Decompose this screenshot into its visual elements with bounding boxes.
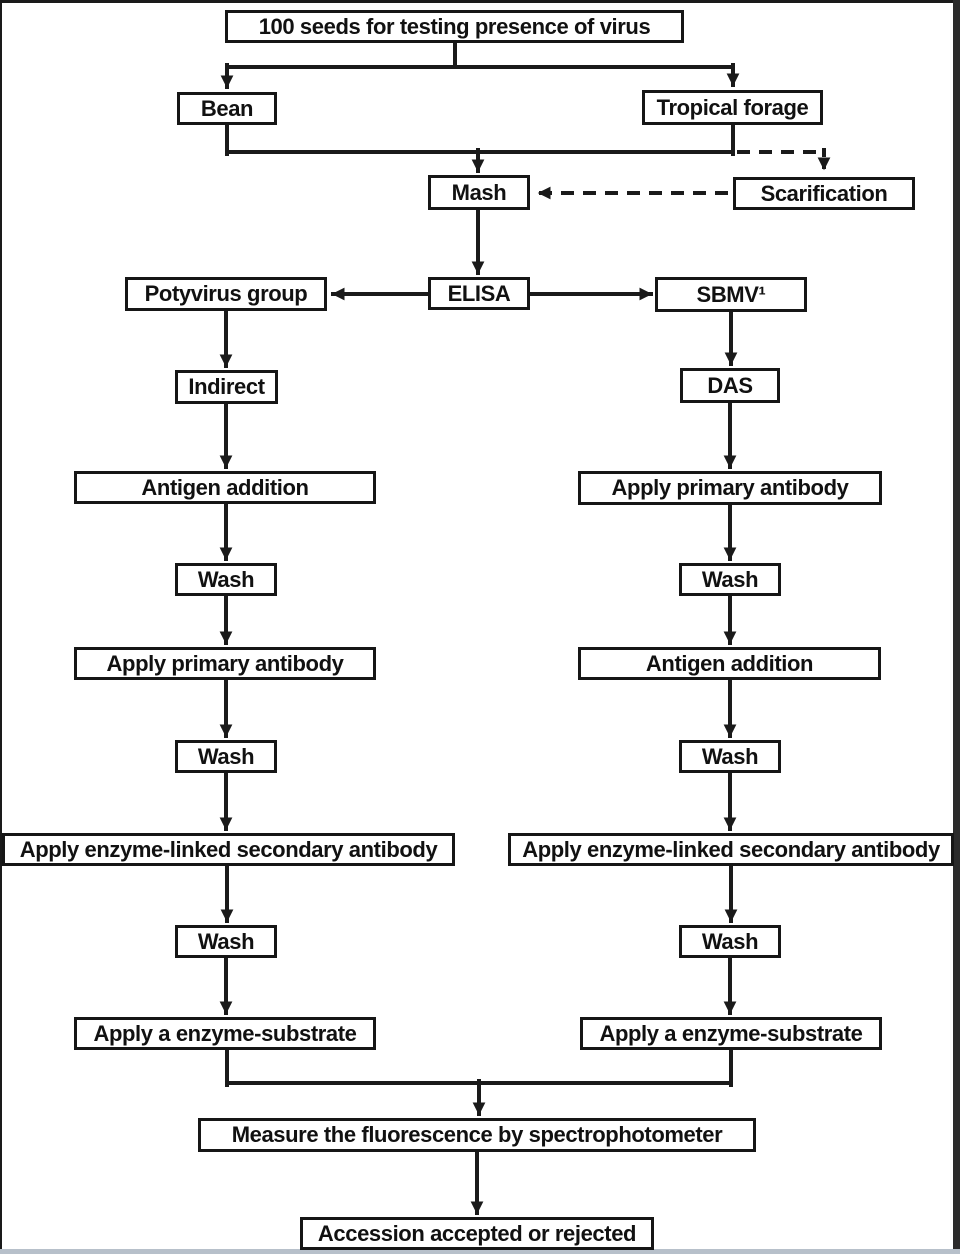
node-sbmv: SBMV¹: [655, 277, 807, 312]
node-left-antigen-addition: Antigen addition: [74, 471, 376, 504]
node-seeds: 100 seeds for testing presence of virus: [225, 10, 684, 43]
node-bean: Bean: [177, 92, 277, 125]
node-accession: Accession accepted or rejected: [300, 1217, 654, 1250]
node-left-wash-3: Wash: [175, 925, 277, 958]
node-potyvirus-group: Potyvirus group: [125, 277, 327, 311]
node-left-apply-enzyme-substrate: Apply a enzyme-substrate: [74, 1017, 376, 1050]
node-scarification: Scarification: [733, 177, 915, 210]
node-right-apply-secondary-antibody: Apply enzyme-linked secondary antibody: [508, 833, 954, 866]
node-right-apply-primary-antibody: Apply primary antibody: [578, 471, 882, 505]
node-right-antigen-addition: Antigen addition: [578, 647, 881, 680]
node-indirect: Indirect: [175, 370, 278, 404]
node-right-wash-3: Wash: [679, 925, 781, 958]
node-right-apply-enzyme-substrate: Apply a enzyme-substrate: [580, 1017, 882, 1050]
node-left-wash-1: Wash: [175, 563, 277, 596]
node-measure: Measure the fluorescence by spectrophoto…: [198, 1118, 756, 1152]
node-right-wash-1: Wash: [679, 563, 781, 596]
node-left-wash-2: Wash: [175, 740, 277, 773]
node-das: DAS: [680, 368, 780, 403]
node-mash: Mash: [428, 175, 530, 210]
node-left-apply-secondary-antibody: Apply enzyme-linked secondary antibody: [2, 833, 455, 866]
dashed-connectors: [537, 148, 831, 200]
node-tropical-forage: Tropical forage: [642, 90, 823, 125]
node-left-apply-primary-antibody: Apply primary antibody: [74, 647, 376, 680]
node-right-wash-2: Wash: [679, 740, 781, 773]
node-elisa: ELISA: [428, 277, 530, 310]
solid-connectors: [219, 41, 740, 1215]
